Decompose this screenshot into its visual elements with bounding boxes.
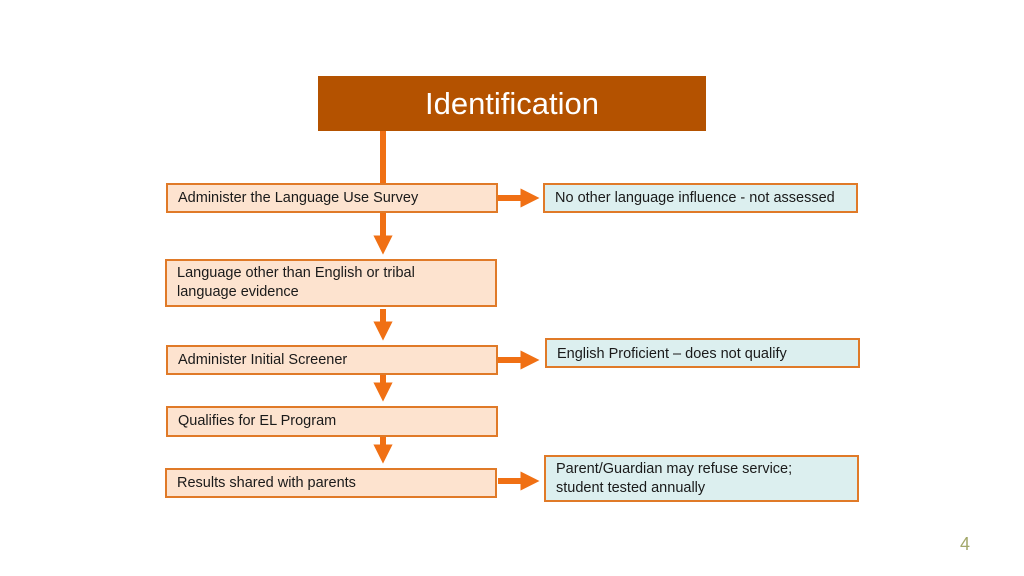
outcome-english-proficient: English Proficient – does not qualify: [545, 338, 860, 368]
step-label: Qualifies for EL Program: [178, 413, 337, 429]
diagram-title: Identification: [318, 76, 706, 131]
outcome-not-assessed: No other language influence - not assess…: [543, 183, 858, 213]
step-label: Language other than English or tribal la…: [177, 265, 415, 300]
step-initial-screener: Administer Initial Screener: [166, 345, 498, 375]
step-language-evidence: Language other than English or tribal la…: [165, 259, 497, 307]
outcome-parent-refuse: Parent/Guardian may refuse service; stud…: [544, 455, 859, 502]
step-qualifies-el-program: Qualifies for EL Program: [166, 406, 498, 437]
step-results-shared: Results shared with parents: [165, 468, 497, 498]
diagram-title-text: Identification: [424, 85, 600, 121]
page-number: 4: [959, 534, 970, 554]
step-language-use-survey: Administer the Language Use Survey: [166, 183, 498, 213]
step-label: Results shared with parents: [177, 474, 356, 491]
step-label: Administer the Language Use Survey: [178, 189, 419, 206]
outcome-label: No other language influence - not assess…: [555, 189, 835, 206]
outcome-label: English Proficient – does not qualify: [557, 346, 787, 362]
outcome-label: Parent/Guardian may refuse service; stud…: [556, 460, 793, 496]
step-label: Administer Initial Screener: [178, 351, 348, 368]
